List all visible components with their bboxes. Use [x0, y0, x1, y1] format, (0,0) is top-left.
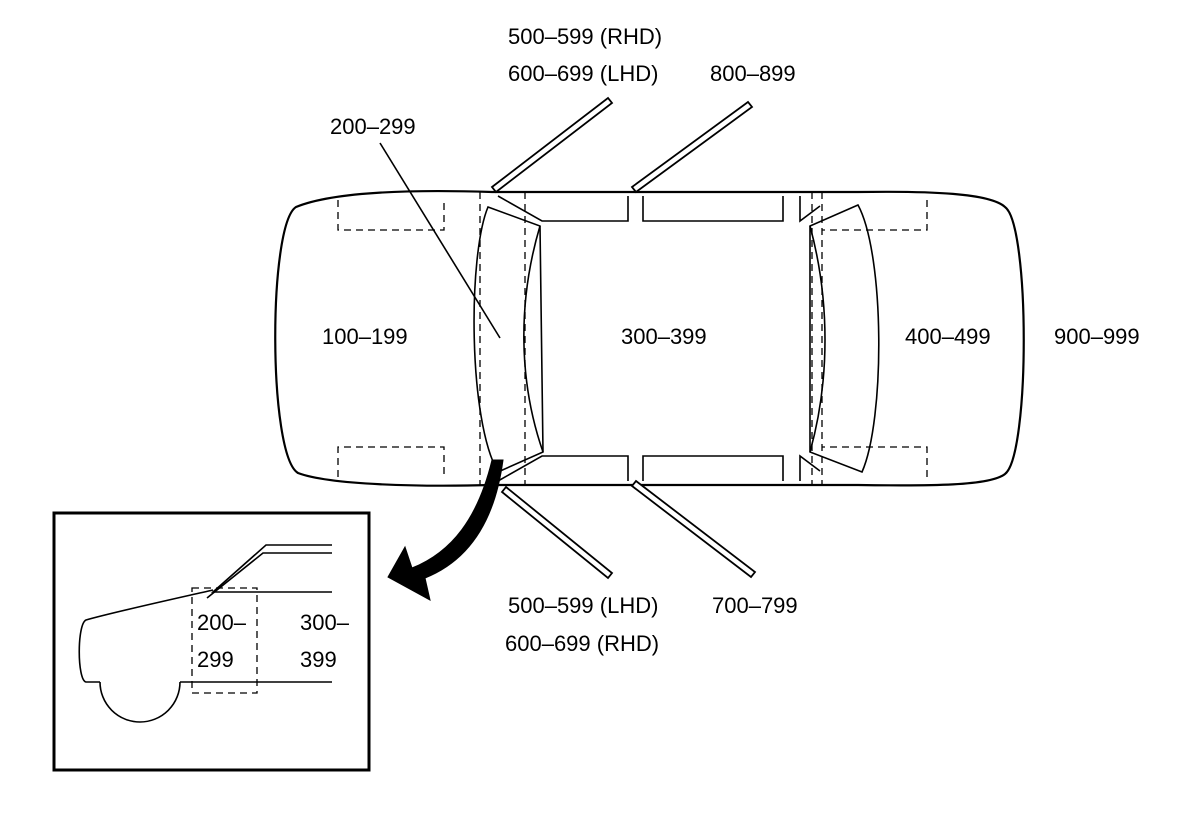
label-lower-rear-door: 700–799 — [712, 593, 798, 618]
cowl-leader-line — [379, 142, 501, 339]
label-upper-front-door-lhd: 600–699 (LHD) — [508, 61, 658, 86]
inset-label-cowl-line1: 200– — [197, 610, 247, 635]
inset-label-cowl-line2: 299 — [197, 647, 234, 672]
inset-frame — [52, 511, 371, 772]
door-pointer-bars — [490, 96, 757, 580]
label-front-zone: 100–199 — [322, 324, 408, 349]
label-upper-front-door-rhd: 500–599 (RHD) — [508, 24, 662, 49]
label-lower-front-door-lhd: 500–599 (LHD) — [508, 593, 658, 618]
side-view-inset: 200– 299 300– 399 — [52, 511, 371, 772]
label-lower-front-door-rhd: 600–699 (RHD) — [505, 631, 659, 656]
label-upper-rear-door: 800–899 — [710, 61, 796, 86]
inset-label-center-line2: 399 — [300, 647, 337, 672]
inset-label-center-line1: 300– — [300, 610, 350, 635]
zone-boundaries — [337, 192, 928, 485]
label-rear-zone: 400–499 — [905, 324, 991, 349]
detail-arrow — [387, 459, 504, 601]
label-center-zone: 300–399 — [621, 324, 707, 349]
zone-labels: 500–599 (RHD) 600–699 (LHD) 800–899 200–… — [322, 24, 1140, 656]
label-cowl: 200–299 — [330, 114, 416, 139]
label-rear-exterior-zone: 900–999 — [1054, 324, 1140, 349]
